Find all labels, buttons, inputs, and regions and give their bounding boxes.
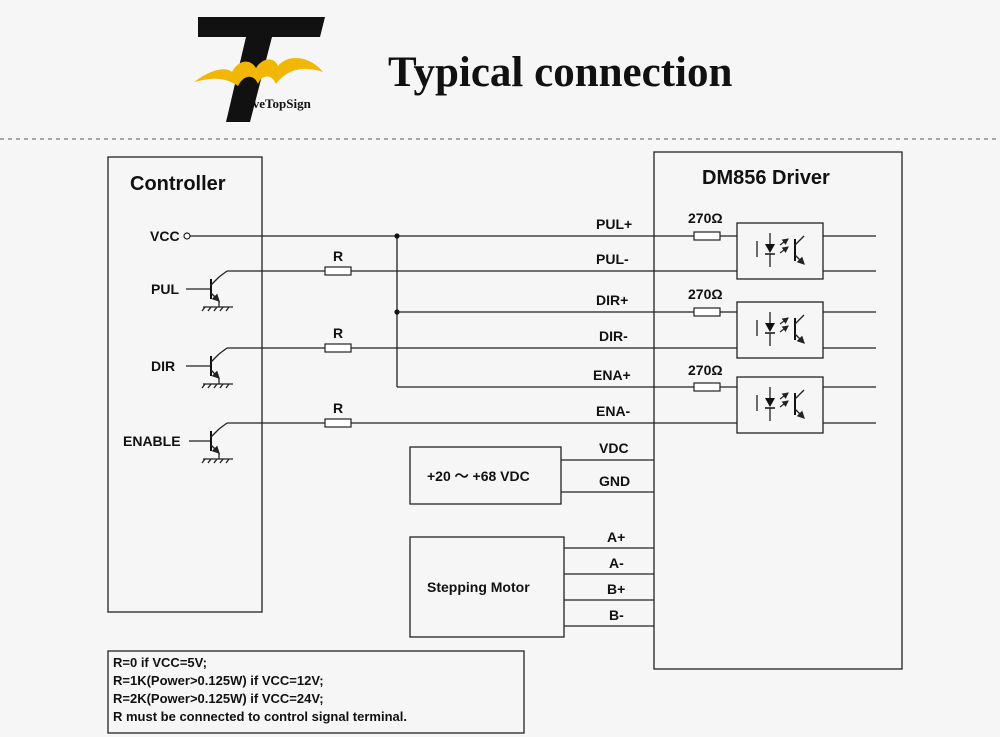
dir-resistor-label: R: [333, 325, 343, 341]
driver-box: [653, 151, 903, 670]
pul-resistor: [324, 266, 352, 276]
stepping-motor-label: Stepping Motor: [427, 579, 530, 595]
b-plus-label: B+: [607, 581, 625, 597]
b-minus-label: B-: [609, 607, 624, 623]
enable-resistor: [324, 418, 352, 428]
dir-270-resistor: [693, 307, 721, 317]
opto-mask: [737, 377, 823, 433]
dir-plus-label: DIR+: [596, 292, 628, 308]
enable-collector-lead: [218, 422, 228, 430]
pul-plus-label: PUL+: [596, 216, 632, 232]
stepping-motor-box: [409, 536, 565, 638]
pul-resistor-label: R: [333, 248, 343, 264]
page-title: Typical connection: [388, 49, 732, 96]
dir-270-label: 270Ω: [688, 286, 723, 302]
dir-resistor: [324, 343, 352, 353]
pul-270-label: 270Ω: [688, 210, 723, 226]
ena-plus-label: ENA+: [593, 367, 631, 383]
note-line-3: R=2K(Power>0.125W) if VCC=24V;: [113, 691, 324, 706]
enable-resistor-label: R: [333, 400, 343, 416]
a-minus-label: A-: [609, 555, 624, 571]
power-supply-box: [409, 446, 562, 505]
logo-wave-shape: [194, 58, 323, 86]
vcc-terminal: [183, 232, 191, 240]
opto-mask: [737, 302, 823, 358]
dir-minus-label: DIR-: [599, 328, 628, 344]
note-line-2: R=1K(Power>0.125W) if VCC=12V;: [113, 673, 324, 688]
ena-minus-label: ENA-: [596, 403, 631, 419]
dir-collector-lead: [218, 347, 228, 355]
opto-mask: [737, 223, 823, 279]
power-range-label: +20 ～ +68 VDC: [427, 468, 530, 484]
pul-minus-label: PUL-: [596, 251, 629, 267]
brand-logo: WaveTopSign: [194, 17, 325, 122]
a-plus-label: A+: [607, 529, 625, 545]
enable-transistor: [202, 429, 233, 463]
ena-270-resistor: [693, 382, 721, 392]
note-line-1: R=0 if VCC=5V;: [113, 655, 207, 670]
controller-box: [107, 156, 263, 613]
pul-collector-lead: [218, 270, 228, 278]
vdc-label: VDC: [599, 440, 629, 456]
junction-dot: [394, 233, 400, 239]
controller-title: Controller: [130, 173, 226, 195]
dir-label: DIR: [151, 358, 175, 374]
dir-transistor: [202, 354, 233, 388]
notes-box: [107, 650, 525, 734]
logo-text: WaveTopSign: [234, 96, 312, 111]
note-line-4: R must be connected to control signal te…: [113, 709, 407, 724]
driver-title: DM856 Driver: [702, 167, 830, 189]
pul-270-resistor: [693, 231, 721, 241]
vcc-label: VCC: [150, 228, 180, 244]
gnd-label: GND: [599, 473, 630, 489]
ena-270-label: 270Ω: [688, 362, 723, 378]
pul-transistor: [202, 277, 233, 311]
pul-label: PUL: [151, 281, 179, 297]
enable-label: ENABLE: [123, 433, 181, 449]
